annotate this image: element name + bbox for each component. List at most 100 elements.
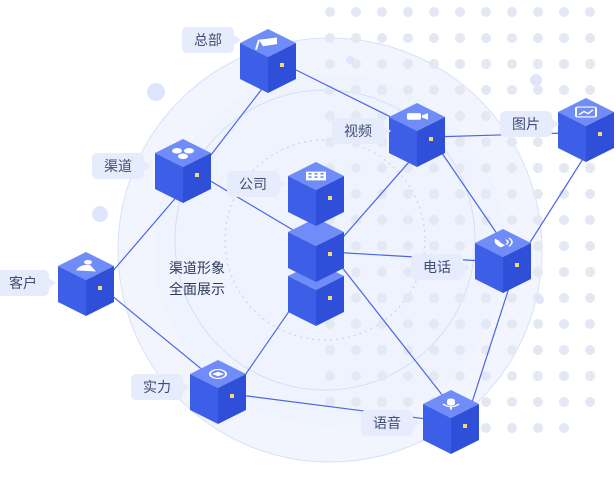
- grid-dot: [533, 267, 543, 277]
- grid-dot: [429, 59, 439, 69]
- grid-dot: [533, 85, 543, 95]
- grid-dot: [559, 267, 569, 277]
- tag-channel: 渠道: [92, 153, 151, 179]
- grid-dot: [455, 371, 465, 381]
- grid-dot: [507, 33, 517, 43]
- cube-left-face: [155, 153, 183, 203]
- signal-wave: [508, 237, 513, 247]
- cube-company: [288, 162, 344, 226]
- grid-dot: [585, 319, 595, 329]
- tag-customer: 客户: [0, 270, 56, 296]
- grid-dot: [559, 319, 569, 329]
- building-window: [314, 176, 318, 178]
- grid-dot: [429, 241, 439, 251]
- tag-bubble: [0, 270, 49, 296]
- grid-dot: [507, 163, 517, 173]
- tag-label-image: 图片: [512, 117, 540, 133]
- grid-dot: [559, 33, 569, 43]
- building-shape: [306, 171, 326, 181]
- grid-dot: [585, 85, 595, 95]
- grid-dot: [507, 397, 517, 407]
- mic-head: [447, 398, 455, 406]
- grid-dot: [455, 241, 465, 251]
- cube-port: [598, 132, 602, 136]
- grid-dot: [507, 293, 517, 303]
- grid-dot: [403, 319, 413, 329]
- grid-dot: [351, 33, 361, 43]
- grid-dot: [403, 189, 413, 199]
- grid-dot: [585, 33, 595, 43]
- grid-dot: [455, 189, 465, 199]
- grid-dot: [325, 371, 335, 381]
- signal-wave: [505, 239, 509, 245]
- grid-dot: [429, 293, 439, 303]
- handshake-hands: [212, 371, 224, 377]
- grid-dot: [455, 215, 465, 225]
- grid-dot: [455, 293, 465, 303]
- grid-dot: [481, 189, 491, 199]
- grid-dot: [325, 111, 335, 121]
- cube-left-face: [190, 374, 218, 424]
- grid-dot: [481, 59, 491, 69]
- grid-dot: [403, 33, 413, 43]
- grid-dot: [559, 423, 569, 433]
- cube-image: [558, 98, 614, 162]
- grid-dot: [325, 397, 335, 407]
- tag-label-strength: 实力: [143, 380, 171, 396]
- grid-dot: [455, 111, 465, 121]
- grid-dot: [585, 215, 595, 225]
- video-camera-icon: [407, 113, 428, 120]
- grid-dot: [559, 345, 569, 355]
- grid-dot: [507, 137, 517, 147]
- cube-port: [195, 173, 199, 177]
- camera-lens: [422, 113, 428, 120]
- tag-bubble: [332, 118, 384, 144]
- grid-dot: [533, 319, 543, 329]
- camera-body: [407, 113, 421, 120]
- cube-left-face: [288, 232, 316, 282]
- cluster-dot: [184, 148, 194, 154]
- grid-dot: [455, 137, 465, 147]
- cube-right-face: [316, 276, 344, 326]
- grid-dot: [403, 397, 413, 407]
- grid-dot: [533, 189, 543, 199]
- grid-dot: [559, 7, 569, 17]
- grid-dot: [325, 319, 335, 329]
- tag-label-phone: 电话: [423, 260, 451, 276]
- tag-company: 公司: [227, 171, 286, 197]
- grid-dot: [377, 59, 387, 69]
- tag-pointer: [552, 119, 559, 129]
- cube-left-face: [240, 43, 268, 93]
- tag-bubble: [92, 153, 144, 179]
- grid-dot: [507, 423, 517, 433]
- grid-dot: [403, 241, 413, 251]
- grid-dot: [507, 7, 517, 17]
- grid-dot: [403, 267, 413, 277]
- tag-video: 视频: [332, 118, 391, 144]
- grid-dot: [455, 345, 465, 355]
- tag-label-channel: 渠道: [104, 159, 132, 175]
- cube-left-face: [58, 266, 86, 316]
- building-window: [314, 172, 318, 175]
- cube-right-face: [183, 153, 211, 203]
- tag-pointer: [234, 35, 241, 45]
- cube-right-face: [86, 266, 114, 316]
- tag-pointer: [384, 126, 391, 136]
- cube-port: [429, 137, 433, 141]
- grid-dot: [429, 7, 439, 17]
- grid-dot: [455, 319, 465, 329]
- grid-dot: [507, 189, 517, 199]
- handshake-ring: [209, 369, 227, 379]
- grid-dot: [403, 7, 413, 17]
- image-icon: [575, 106, 597, 118]
- tag-label-customer: 客户: [9, 275, 37, 292]
- grid-dot: [325, 345, 335, 355]
- cube-port: [98, 286, 102, 290]
- grid-dot: [507, 215, 517, 225]
- tag-phone: 电话: [411, 254, 470, 280]
- cube-right-face: [586, 112, 614, 162]
- image-frame: [575, 106, 597, 118]
- grid-dot: [429, 215, 439, 225]
